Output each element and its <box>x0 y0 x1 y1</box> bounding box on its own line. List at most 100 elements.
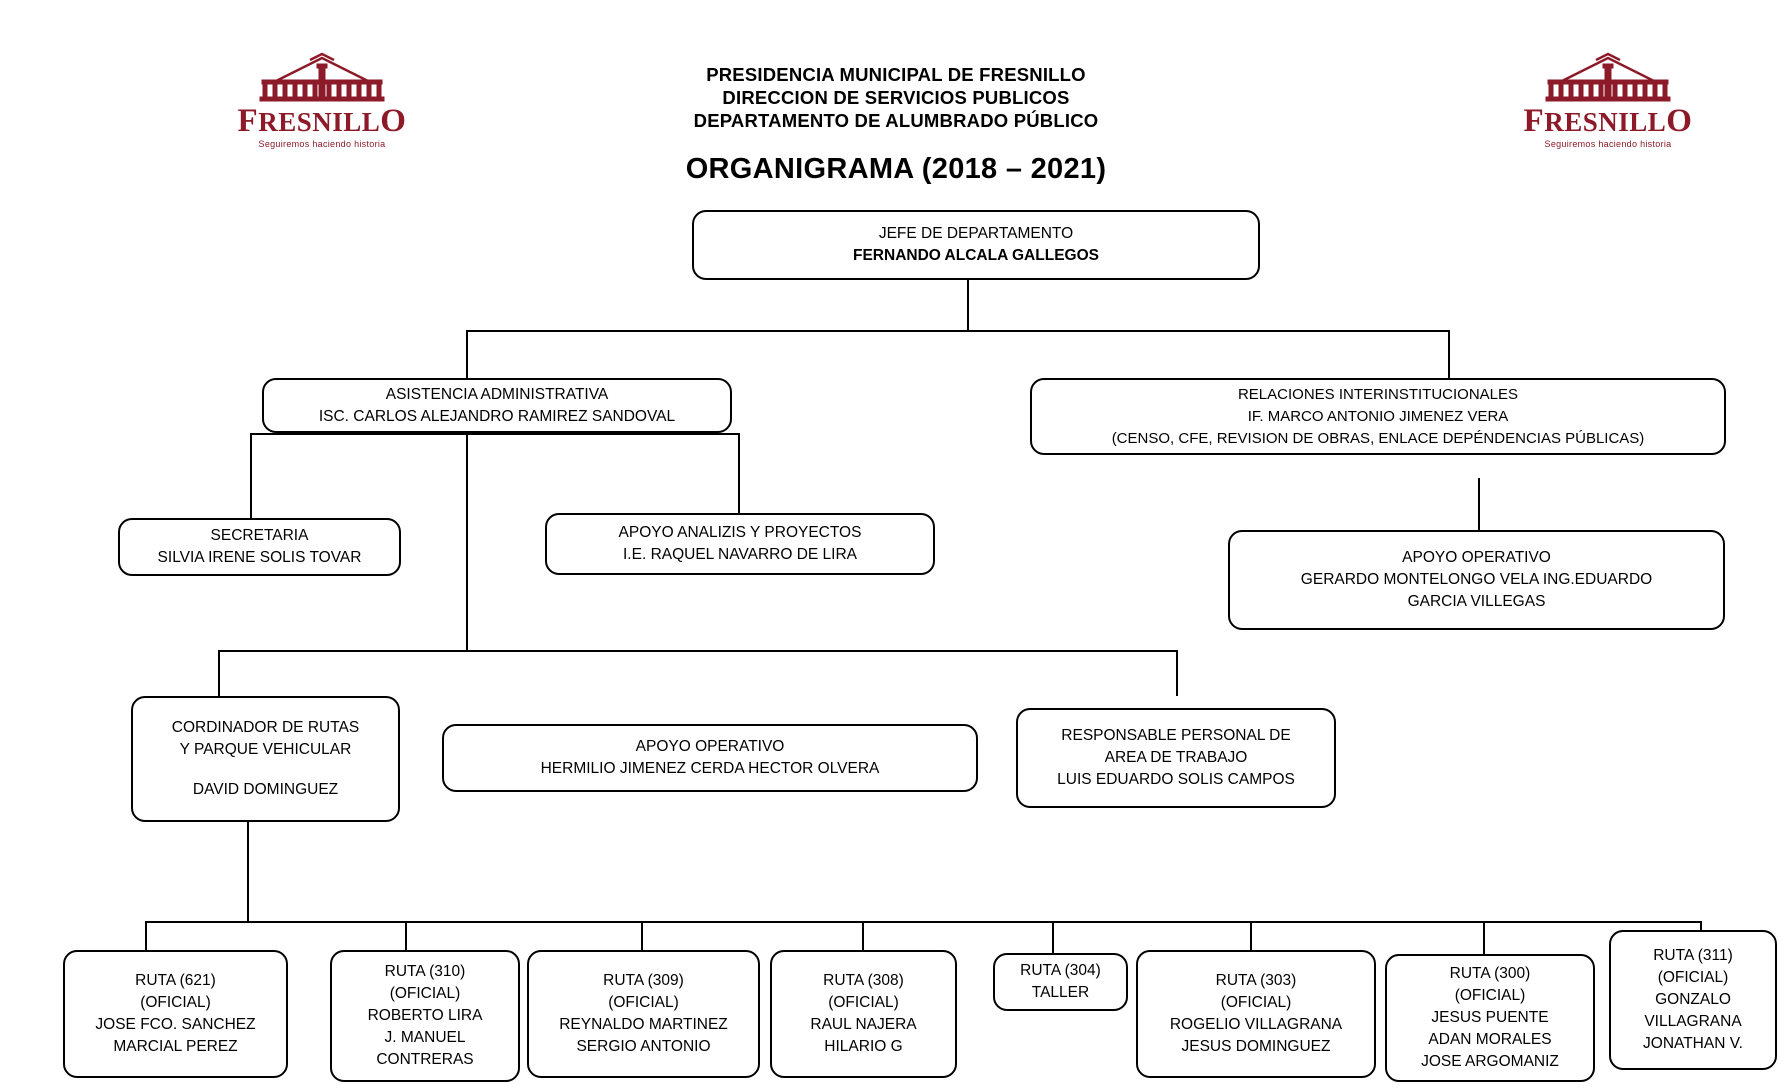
node-line: IF. MARCO ANTONIO JIMENEZ VERA <box>1247 407 1509 425</box>
node-line: RUTA (300) <box>1449 965 1531 982</box>
node-line: APOYO ANALIZIS Y PROYECTOS <box>618 524 862 541</box>
logo-tagline: Seguiremos haciendo historia <box>258 139 386 149</box>
node-line: JOSE FCO. SANCHEZ <box>95 1016 256 1033</box>
header-line-2: DIRECCION DE SERVICIOS PUBLICOS <box>722 87 1070 108</box>
node-ruta-300[interactable]: RUTA (300) (OFICIAL) JESUS PUENTE ADAN M… <box>1385 954 1595 1082</box>
node-line: JOSE ARGOMANIZ <box>1421 1053 1559 1070</box>
node-line: AREA DE TRABAJO <box>1104 749 1248 766</box>
node-line: (OFICIAL) <box>389 985 461 1002</box>
node-line: SILVIA IRENE SOLIS TOVAR <box>157 549 362 566</box>
node-line: JEFE DE DEPARTAMENTO <box>878 225 1074 242</box>
connector-ruta-621-drop <box>145 921 147 951</box>
node-apoyo-operativo-relaciones[interactable]: APOYO OPERATIVO GERARDO MONTELONGO VELA … <box>1228 530 1725 630</box>
node-line: HERMILIO JIMENEZ CERDA HECTOR OLVERA <box>540 760 880 777</box>
connector-asistencia-bus <box>250 433 740 435</box>
connector-ruta-308-drop <box>862 921 864 951</box>
connector-cordinador-drop <box>218 650 220 696</box>
connector-jefe-stem <box>967 280 969 331</box>
node-relaciones-interinstitucionales[interactable]: RELACIONES INTERINSTITUCIONALES IF. MARC… <box>1030 378 1726 455</box>
node-line: APOYO OPERATIVO <box>635 738 785 755</box>
node-line: GONZALO <box>1655 991 1731 1008</box>
node-line: RUTA (309) <box>603 972 684 989</box>
node-line: APOYO OPERATIVO <box>1402 549 1551 566</box>
connector-rutas-bus <box>145 921 1700 923</box>
node-line: (OFICIAL) <box>140 994 211 1011</box>
node-line: REYNALDO MARTINEZ <box>559 1016 728 1033</box>
node-line: SERGIO ANTONIO <box>576 1038 711 1055</box>
node-ruta-311[interactable]: RUTA (311) (OFICIAL) GONZALO VILLAGRANA … <box>1609 930 1777 1070</box>
node-responsable-personal-area[interactable]: RESPONSABLE PERSONAL DE AREA DE TRABAJO … <box>1016 708 1336 808</box>
connector-relaciones-drop <box>1448 330 1450 378</box>
node-secretaria[interactable]: SECRETARIA SILVIA IRENE SOLIS TOVAR <box>118 518 401 576</box>
node-line: (OFICIAL) <box>608 994 679 1011</box>
node-apoyo-analizis-y-proyectos[interactable]: APOYO ANALIZIS Y PROYECTOS I.E. RAQUEL N… <box>545 513 935 575</box>
node-line: RUTA (311) <box>1653 947 1733 964</box>
node-line: HILARIO G <box>824 1038 903 1055</box>
node-line: RUTA (621) <box>135 972 216 989</box>
connector-cordinador-stem <box>247 822 249 922</box>
node-line: GERARDO MONTELONGO VELA ING.EDUARDO <box>1300 571 1653 588</box>
connector-responsable-drop <box>1176 650 1178 696</box>
connector-level3-bus <box>218 650 1178 652</box>
node-line: ADAN MORALES <box>1428 1031 1552 1048</box>
node-line: MARCIAL PEREZ <box>113 1038 238 1055</box>
node-line: JONATHAN V. <box>1643 1035 1743 1052</box>
aqueduct-arches-icon <box>259 52 385 102</box>
connector-asistencia-stem <box>250 433 252 518</box>
node-ruta-308[interactable]: RUTA (308) (OFICIAL) RAUL NAJERA HILARIO… <box>770 950 957 1078</box>
node-asistencia-administrativa[interactable]: ASISTENCIA ADMINISTRATIVA ISC. CARLOS AL… <box>262 378 732 433</box>
connector-relaciones-stem <box>1478 478 1480 530</box>
header-line-3: DEPARTAMENTO DE ALUMBRADO PÚBLICO <box>693 110 1099 131</box>
node-line: (CENSO, CFE, REVISION DE OBRAS, ENLACE D… <box>1111 429 1645 447</box>
node-line: (OFICIAL) <box>828 994 899 1011</box>
connector-ruta-303-drop <box>1250 921 1252 951</box>
connector-apoyo-analizis-drop <box>738 433 740 518</box>
node-ruta-304[interactable]: RUTA (304) TALLER <box>993 953 1128 1011</box>
node-line: (OFICIAL) <box>1657 969 1729 986</box>
node-line: RUTA (308) <box>823 972 904 989</box>
fresnillo-logo-right: FRESNILLO Seguiremos haciendo historia <box>1508 52 1708 149</box>
node-ruta-310[interactable]: RUTA (310) (OFICIAL) ROBERTO LIRA J. MAN… <box>330 950 520 1082</box>
logo-wordmark: FRESNILLO <box>237 103 407 139</box>
connector-ruta-304-drop <box>1052 921 1054 953</box>
node-line: CONTRERAS <box>376 1051 474 1068</box>
node-line: J. MANUEL <box>384 1029 466 1046</box>
node-ruta-303[interactable]: RUTA (303) (OFICIAL) ROGELIO VILLAGRANA … <box>1136 950 1376 1078</box>
node-line: ROGELIO VILLAGRANA <box>1169 1016 1343 1033</box>
connector-level1-bus <box>466 330 1449 332</box>
node-line: VILLAGRANA <box>1644 1013 1742 1030</box>
node-line: JESUS DOMINGUEZ <box>1181 1038 1331 1055</box>
connector-asistencia-drop <box>466 330 468 378</box>
node-jefe-de-departamento[interactable]: JEFE DE DEPARTAMENTO FERNANDO ALCALA GAL… <box>692 210 1260 280</box>
node-line: RESPONSABLE PERSONAL DE <box>1061 727 1291 744</box>
logo-wordmark: FRESNILLO <box>1523 103 1693 139</box>
node-line: FERNANDO ALCALA GALLEGOS <box>853 247 1099 264</box>
node-line: (OFICIAL) <box>1220 994 1292 1011</box>
node-line: RUTA (303) <box>1215 972 1297 989</box>
node-ruta-309[interactable]: RUTA (309) (OFICIAL) REYNALDO MARTINEZ S… <box>527 950 760 1078</box>
node-cordinador-de-rutas[interactable]: CORDINADOR DE RUTAS Y PARQUE VEHICULAR D… <box>131 696 400 822</box>
node-line: CORDINADOR DE RUTAS <box>171 719 360 736</box>
logo-tagline: Seguiremos haciendo historia <box>1544 139 1672 149</box>
node-line: RUTA (310) <box>384 963 466 980</box>
node-line: GARCIA VILLEGAS <box>1407 593 1546 610</box>
node-line: ISC. CARLOS ALEJANDRO RAMIREZ SANDOVAL <box>318 407 676 425</box>
node-line: I.E. RAQUEL NAVARRO DE LIRA <box>623 546 857 563</box>
node-apoyo-operativo-rutas[interactable]: APOYO OPERATIVO HERMILIO JIMENEZ CERDA H… <box>442 724 978 792</box>
node-line: SECRETARIA <box>210 527 309 544</box>
node-line: TALLER <box>1031 984 1090 1001</box>
connector-ruta-300-drop <box>1483 921 1485 954</box>
node-line: RAUL NAJERA <box>810 1016 917 1033</box>
node-line: ASISTENCIA ADMINISTRATIVA <box>385 385 609 403</box>
header-line-1: PRESIDENCIA MUNICIPAL DE FRESNILLO <box>706 64 1086 85</box>
node-line: RUTA (304) <box>1020 962 1101 979</box>
node-line: Y PARQUE VEHICULAR <box>179 741 352 758</box>
connector-asistencia-long <box>466 433 468 651</box>
node-line: DAVID DOMINGUEZ <box>192 781 339 798</box>
node-line: JESUS PUENTE <box>1431 1009 1549 1026</box>
node-line: RELACIONES INTERINSTITUCIONALES <box>1237 385 1519 403</box>
node-line: ROBERTO LIRA <box>367 1007 483 1024</box>
node-ruta-621[interactable]: RUTA (621) (OFICIAL) JOSE FCO. SANCHEZ M… <box>63 950 288 1078</box>
aqueduct-arches-icon <box>1545 52 1671 102</box>
